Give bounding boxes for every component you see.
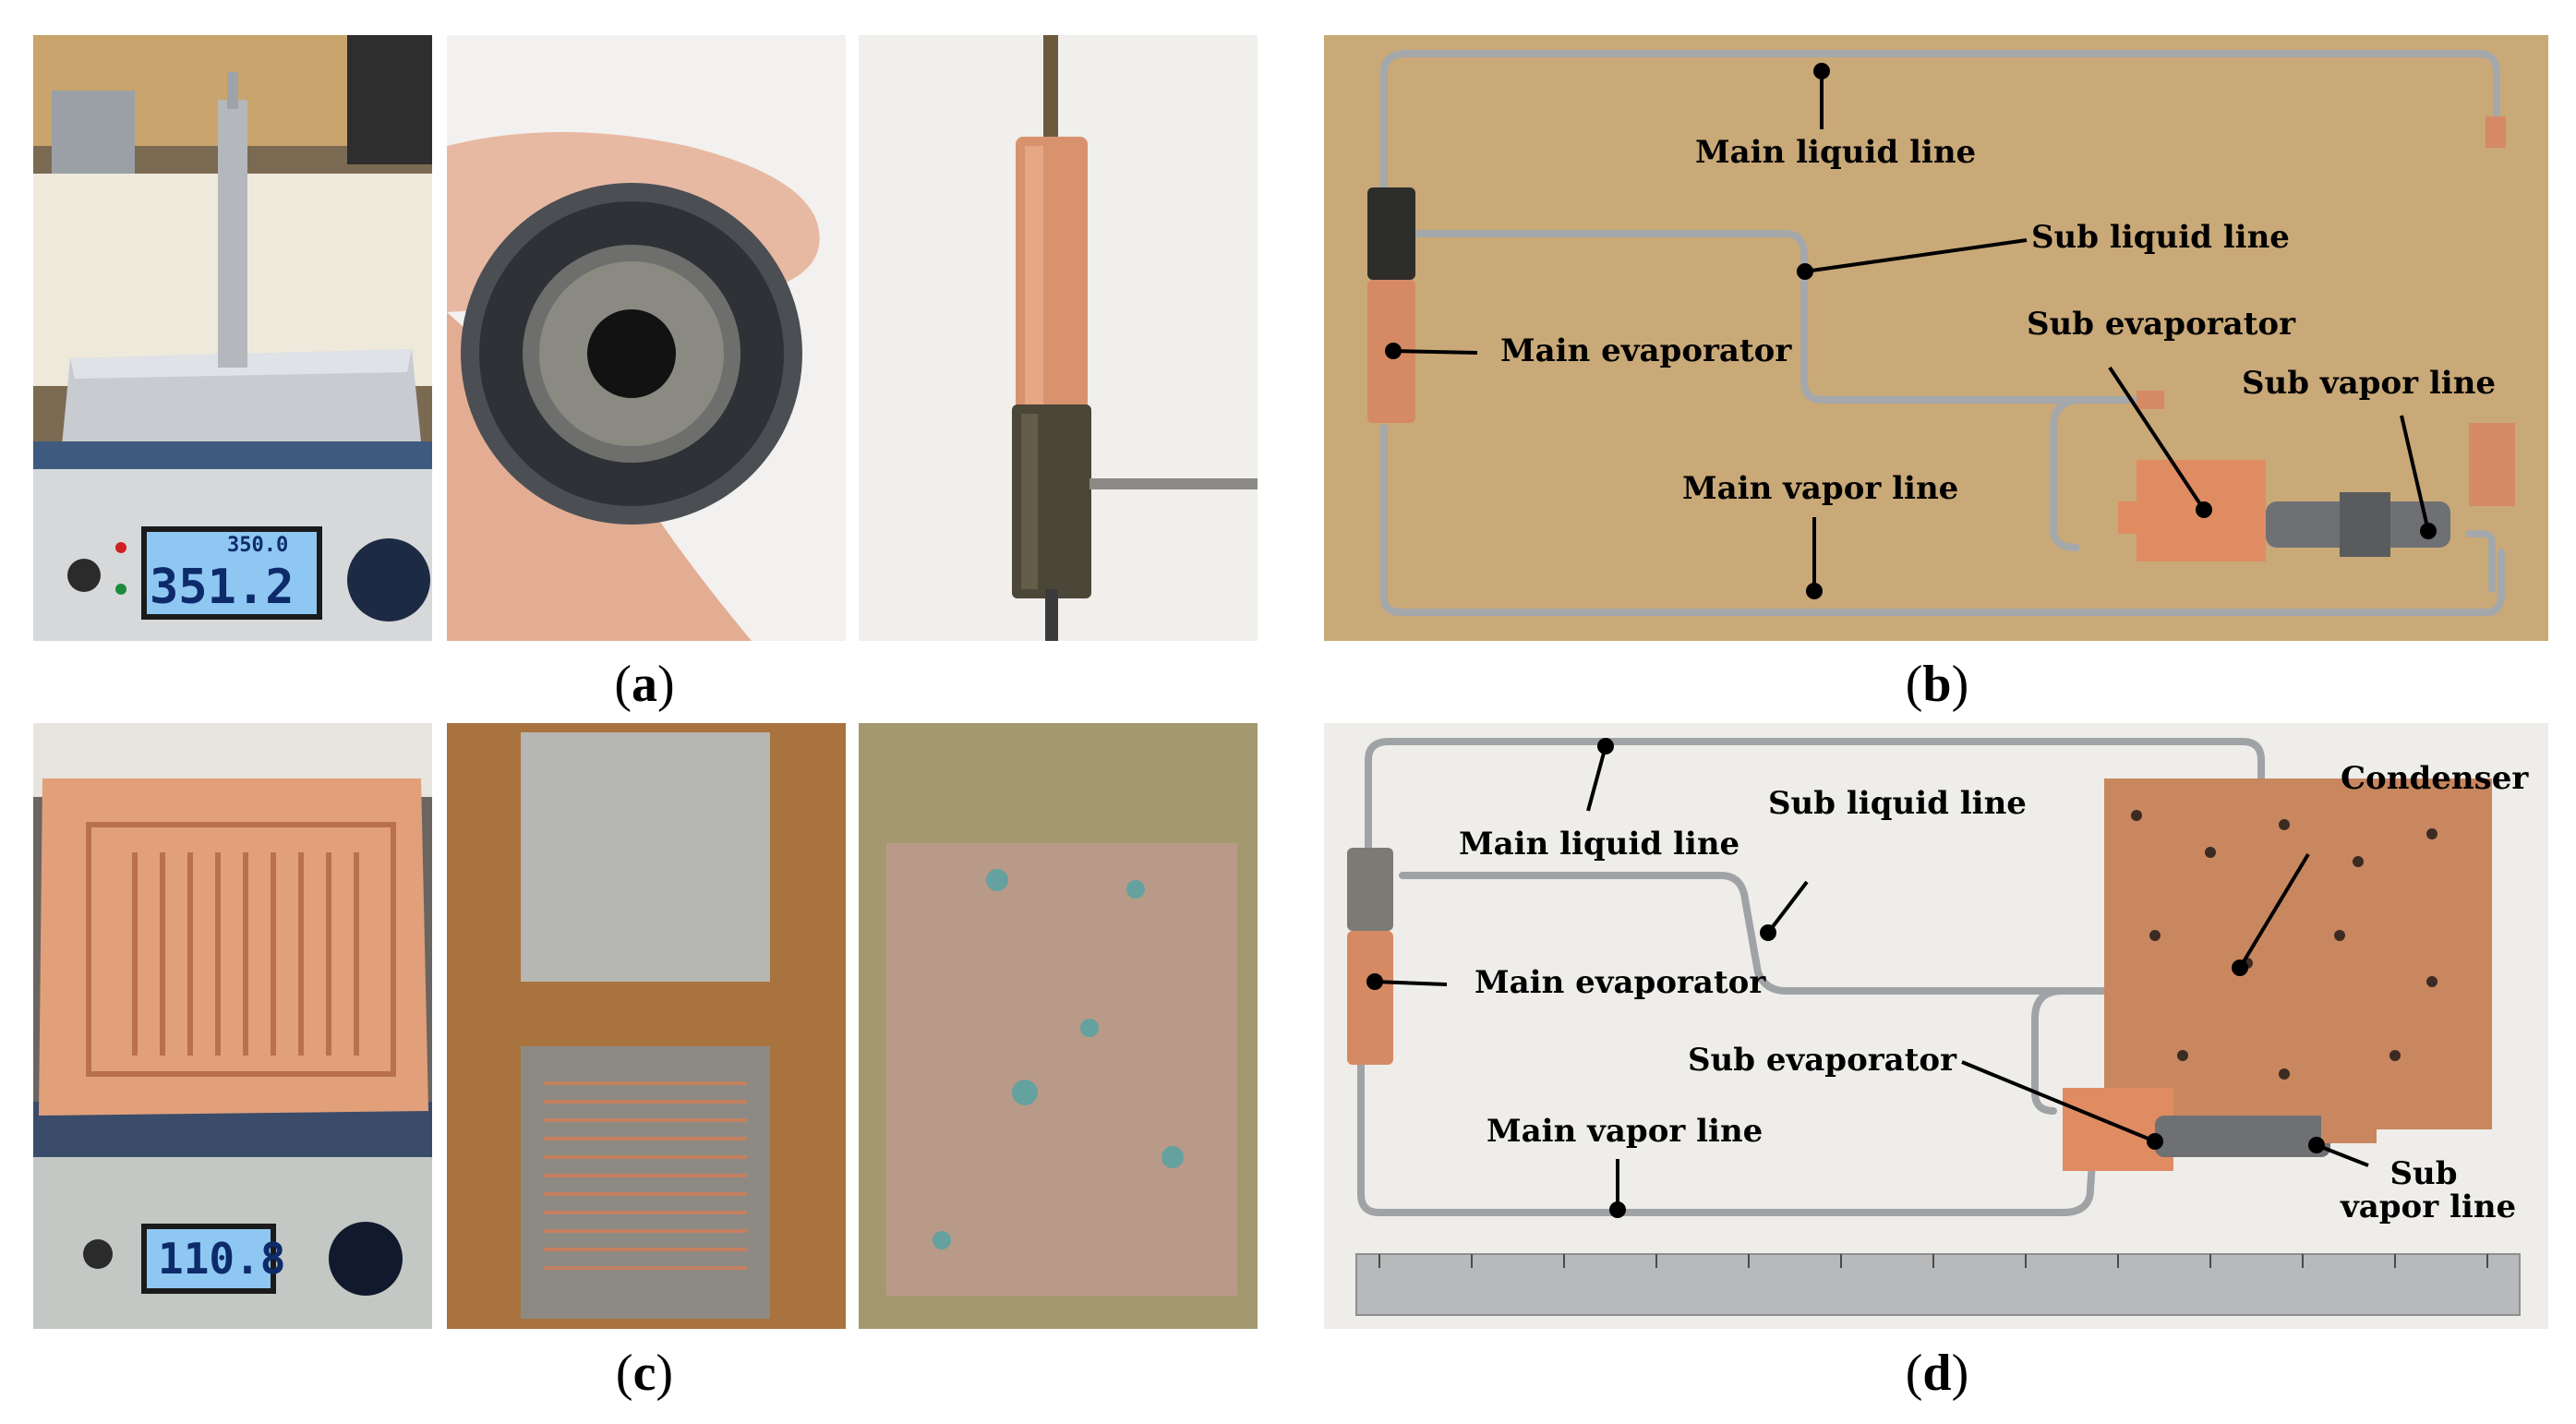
photo-a1-hotplate-evaporator: 351.2 350.0 <box>33 35 432 641</box>
label-b-sub-vapor-line: Sub vapor line <box>2242 365 2497 402</box>
label-d-main-liquid-line: Main liquid line <box>1459 826 1740 863</box>
label-b-main-liquid-line: Main liquid line <box>1695 134 1977 171</box>
photo-a3-evaporator-body <box>859 35 1258 641</box>
label-d-sub-liquid-line: Sub liquid line <box>1768 785 2027 822</box>
label-d-main-evaporator: Main evaporator <box>1475 964 1766 1001</box>
hotplate-display-c: 110.8 <box>158 1234 286 1284</box>
panel-label-a: (a) <box>614 656 675 713</box>
photo-a2-evaporator-cross-section <box>447 35 846 641</box>
photo-b-loop-heat-pipe-board <box>1324 35 2548 641</box>
label-d-main-vapor-line: Main vapor line <box>1487 1113 1763 1150</box>
panel-label-c: (c) <box>615 1345 674 1402</box>
label-b-sub-liquid-line: Sub liquid line <box>2031 219 2290 256</box>
label-d-sub-vapor-line: Sub vapor line <box>2341 1155 2517 1225</box>
hotplate-setpoint-a: 350.0 <box>227 534 289 557</box>
label-d-sub-vapor-line-2: vapor line <box>2341 1188 2517 1225</box>
hotplate-display-a: 351.2 <box>150 560 295 615</box>
label-d-condenser: Condenser <box>2341 760 2529 797</box>
panel-label-d: (d) <box>1905 1345 1969 1402</box>
label-b-main-vapor-line: Main vapor line <box>1682 470 1959 507</box>
label-b-sub-evaporator: Sub evaporator <box>2027 306 2295 343</box>
photo-c2-condenser-plates <box>447 723 846 1329</box>
panel-label-b: (b) <box>1905 656 1969 713</box>
label-b-main-evaporator: Main evaporator <box>1500 332 1792 369</box>
label-d-sub-vapor-line-1: Sub <box>2389 1155 2458 1192</box>
photo-c3-condenser-bonded <box>859 723 1258 1329</box>
photo-d-loop-heat-pipe-with-condenser <box>1324 723 2548 1329</box>
label-d-sub-evaporator: Sub evaporator <box>1688 1042 1956 1079</box>
photo-c1-condenser-channels: 110.8 <box>33 723 432 1329</box>
